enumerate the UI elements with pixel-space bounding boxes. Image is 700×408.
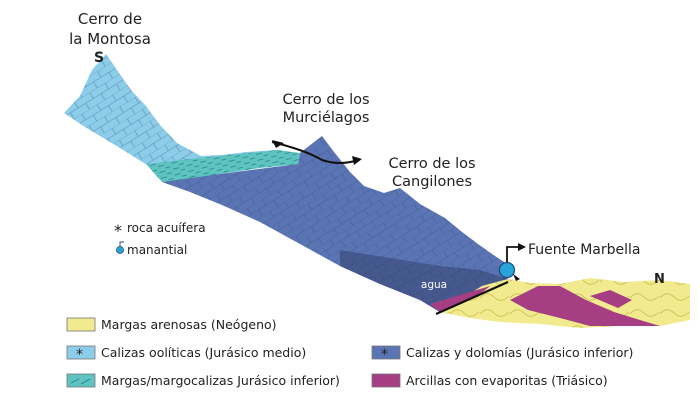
legend-item-marl: Margas/margocalizas Jurásico inferior)	[66, 373, 340, 388]
water-label: agua	[421, 279, 447, 291]
south-marker: S	[94, 50, 104, 66]
spring-symbol	[498, 243, 526, 281]
peak-label-cangilones-1: Cerro de los	[388, 156, 475, 172]
spring-name-label: Fuente Marbella	[528, 242, 640, 258]
legend-label-marl: Margas/margocalizas Jurásico inferior)	[101, 373, 340, 388]
peak-label-montosa-1: Cerro de	[78, 10, 142, 28]
legend-item-neogeno: Margas arenosas (Neógeno)	[66, 317, 277, 332]
peak-label-cangilones-2: Cangilones	[392, 174, 472, 190]
evaporite-clay-body-2	[510, 286, 660, 326]
legend-item-dolomite: * Calizas y dolomías (Jurásico inferior)	[371, 345, 633, 363]
peak-label-murcielagos-1: Cerro de los	[282, 92, 369, 108]
spring-key-label: manantial	[127, 243, 187, 257]
legend-label-dolomite: Calizas y dolomías (Jurásico inferior)	[406, 345, 633, 360]
peak-label-murcielagos-2: Murciélagos	[283, 110, 370, 126]
legend: Margas arenosas (Neógeno) * Calizas oolí…	[66, 317, 633, 388]
legend-label-oolitic: Calizas oolíticas (Jurásico medio)	[101, 345, 306, 360]
thrust-arrow-line	[271, 141, 359, 164]
legend-label-neogeno: Margas arenosas (Neógeno)	[101, 317, 277, 332]
spring-drop-icon	[116, 241, 124, 254]
asterisk-icon: *	[381, 347, 388, 363]
evaporite-clay-body-3	[590, 290, 632, 308]
fault-line	[435, 280, 509, 316]
legend-label-clay: Arcillas con evaporitas (Triásico)	[406, 373, 608, 388]
aquifer-key-label: roca acuífera	[127, 221, 206, 235]
legend-item-clay: Arcillas con evaporitas (Triásico)	[371, 373, 608, 388]
asterisk-icon: *	[114, 221, 122, 240]
peak-label-montosa-2: la Montosa	[69, 30, 151, 48]
north-marker: N	[654, 272, 665, 287]
legend-item-oolitic: * Calizas oolíticas (Jurásico medio)	[66, 345, 306, 363]
evaporite-clay-body-1	[430, 286, 490, 312]
asterisk-icon: *	[76, 347, 83, 363]
